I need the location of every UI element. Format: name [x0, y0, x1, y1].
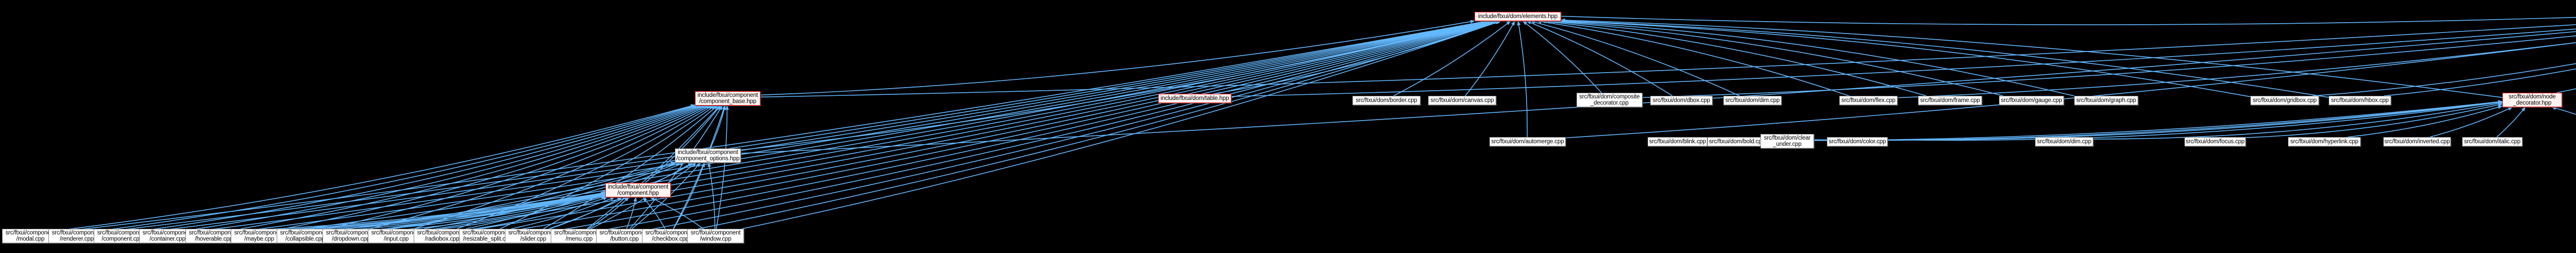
- graph-node[interactable]: src/ftxui/dom/flex.cpp: [1839, 96, 1897, 105]
- graph-node[interactable]: src/ftxui/dom/italic.cpp: [2462, 137, 2522, 146]
- graph-node[interactable]: src/ftxui/dom/bold.cpp: [1707, 137, 1767, 146]
- graph-node[interactable]: include/ftxui/dom/table.hpp: [1158, 94, 1231, 103]
- graph-node[interactable]: src/ftxui/dom/dbox.cpp: [1650, 96, 1713, 105]
- graph-node[interactable]: include/ftxui/dom/elements.hpp: [1475, 12, 1561, 21]
- graph-node[interactable]: include/ftxui/component /component.hpp: [605, 183, 671, 197]
- graph-node[interactable]: src/ftxui/component /button.cpp: [596, 229, 653, 243]
- graph-node[interactable]: src/ftxui/dom/canvas.cpp: [1428, 96, 1496, 105]
- graph-node[interactable]: src/ftxui/component /window.cpp: [687, 229, 744, 243]
- graph-node[interactable]: src/ftxui/dom/clear _under.cpp: [1760, 134, 1814, 148]
- graph-node[interactable]: src/ftxui/dom/composite _decorator.cpp: [1577, 93, 1642, 107]
- graph-node[interactable]: src/ftxui/dom/hbox.cpp: [2329, 96, 2391, 105]
- graph-node[interactable]: src/ftxui/dom/border.cpp: [1352, 96, 1420, 105]
- graph-node[interactable]: src/ftxui/dom/graph.cpp: [2074, 96, 2138, 105]
- graph-node[interactable]: src/ftxui/dom/frame.cpp: [1918, 96, 1982, 105]
- graph-node[interactable]: src/ftxui/dom/gridbox.cpp: [2250, 96, 2319, 105]
- graph-node[interactable]: src/ftxui/dom/blink.cpp: [1648, 137, 1707, 146]
- graph-node[interactable]: src/ftxui/dom/node _decorator.hpp: [2502, 93, 2562, 107]
- graph-node[interactable]: src/ftxui/dom/gauge.cpp: [1999, 96, 2064, 105]
- graph-node[interactable]: src/ftxui/dom/dim.cpp: [1723, 96, 1782, 105]
- graph-node[interactable]: src/ftxui/dom/hyperlink.cpp: [2288, 137, 2361, 146]
- graph-node[interactable]: src/ftxui/dom/automerge.cpp: [1489, 137, 1566, 146]
- graph-node[interactable]: src/ftxui/dom/dim.cpp: [2035, 137, 2093, 146]
- graph-node[interactable]: src/ftxui/dom/color.cpp: [1827, 137, 1888, 146]
- graph-node[interactable]: src/ftxui/dom/focus.cpp: [2184, 137, 2246, 146]
- graph-node[interactable]: include/ftxui/component /component_base.…: [695, 91, 760, 106]
- graph-node[interactable]: include/ftxui/component /component_optio…: [675, 148, 741, 163]
- graph-node[interactable]: src/ftxui/dom/inverted.cpp: [2383, 137, 2451, 146]
